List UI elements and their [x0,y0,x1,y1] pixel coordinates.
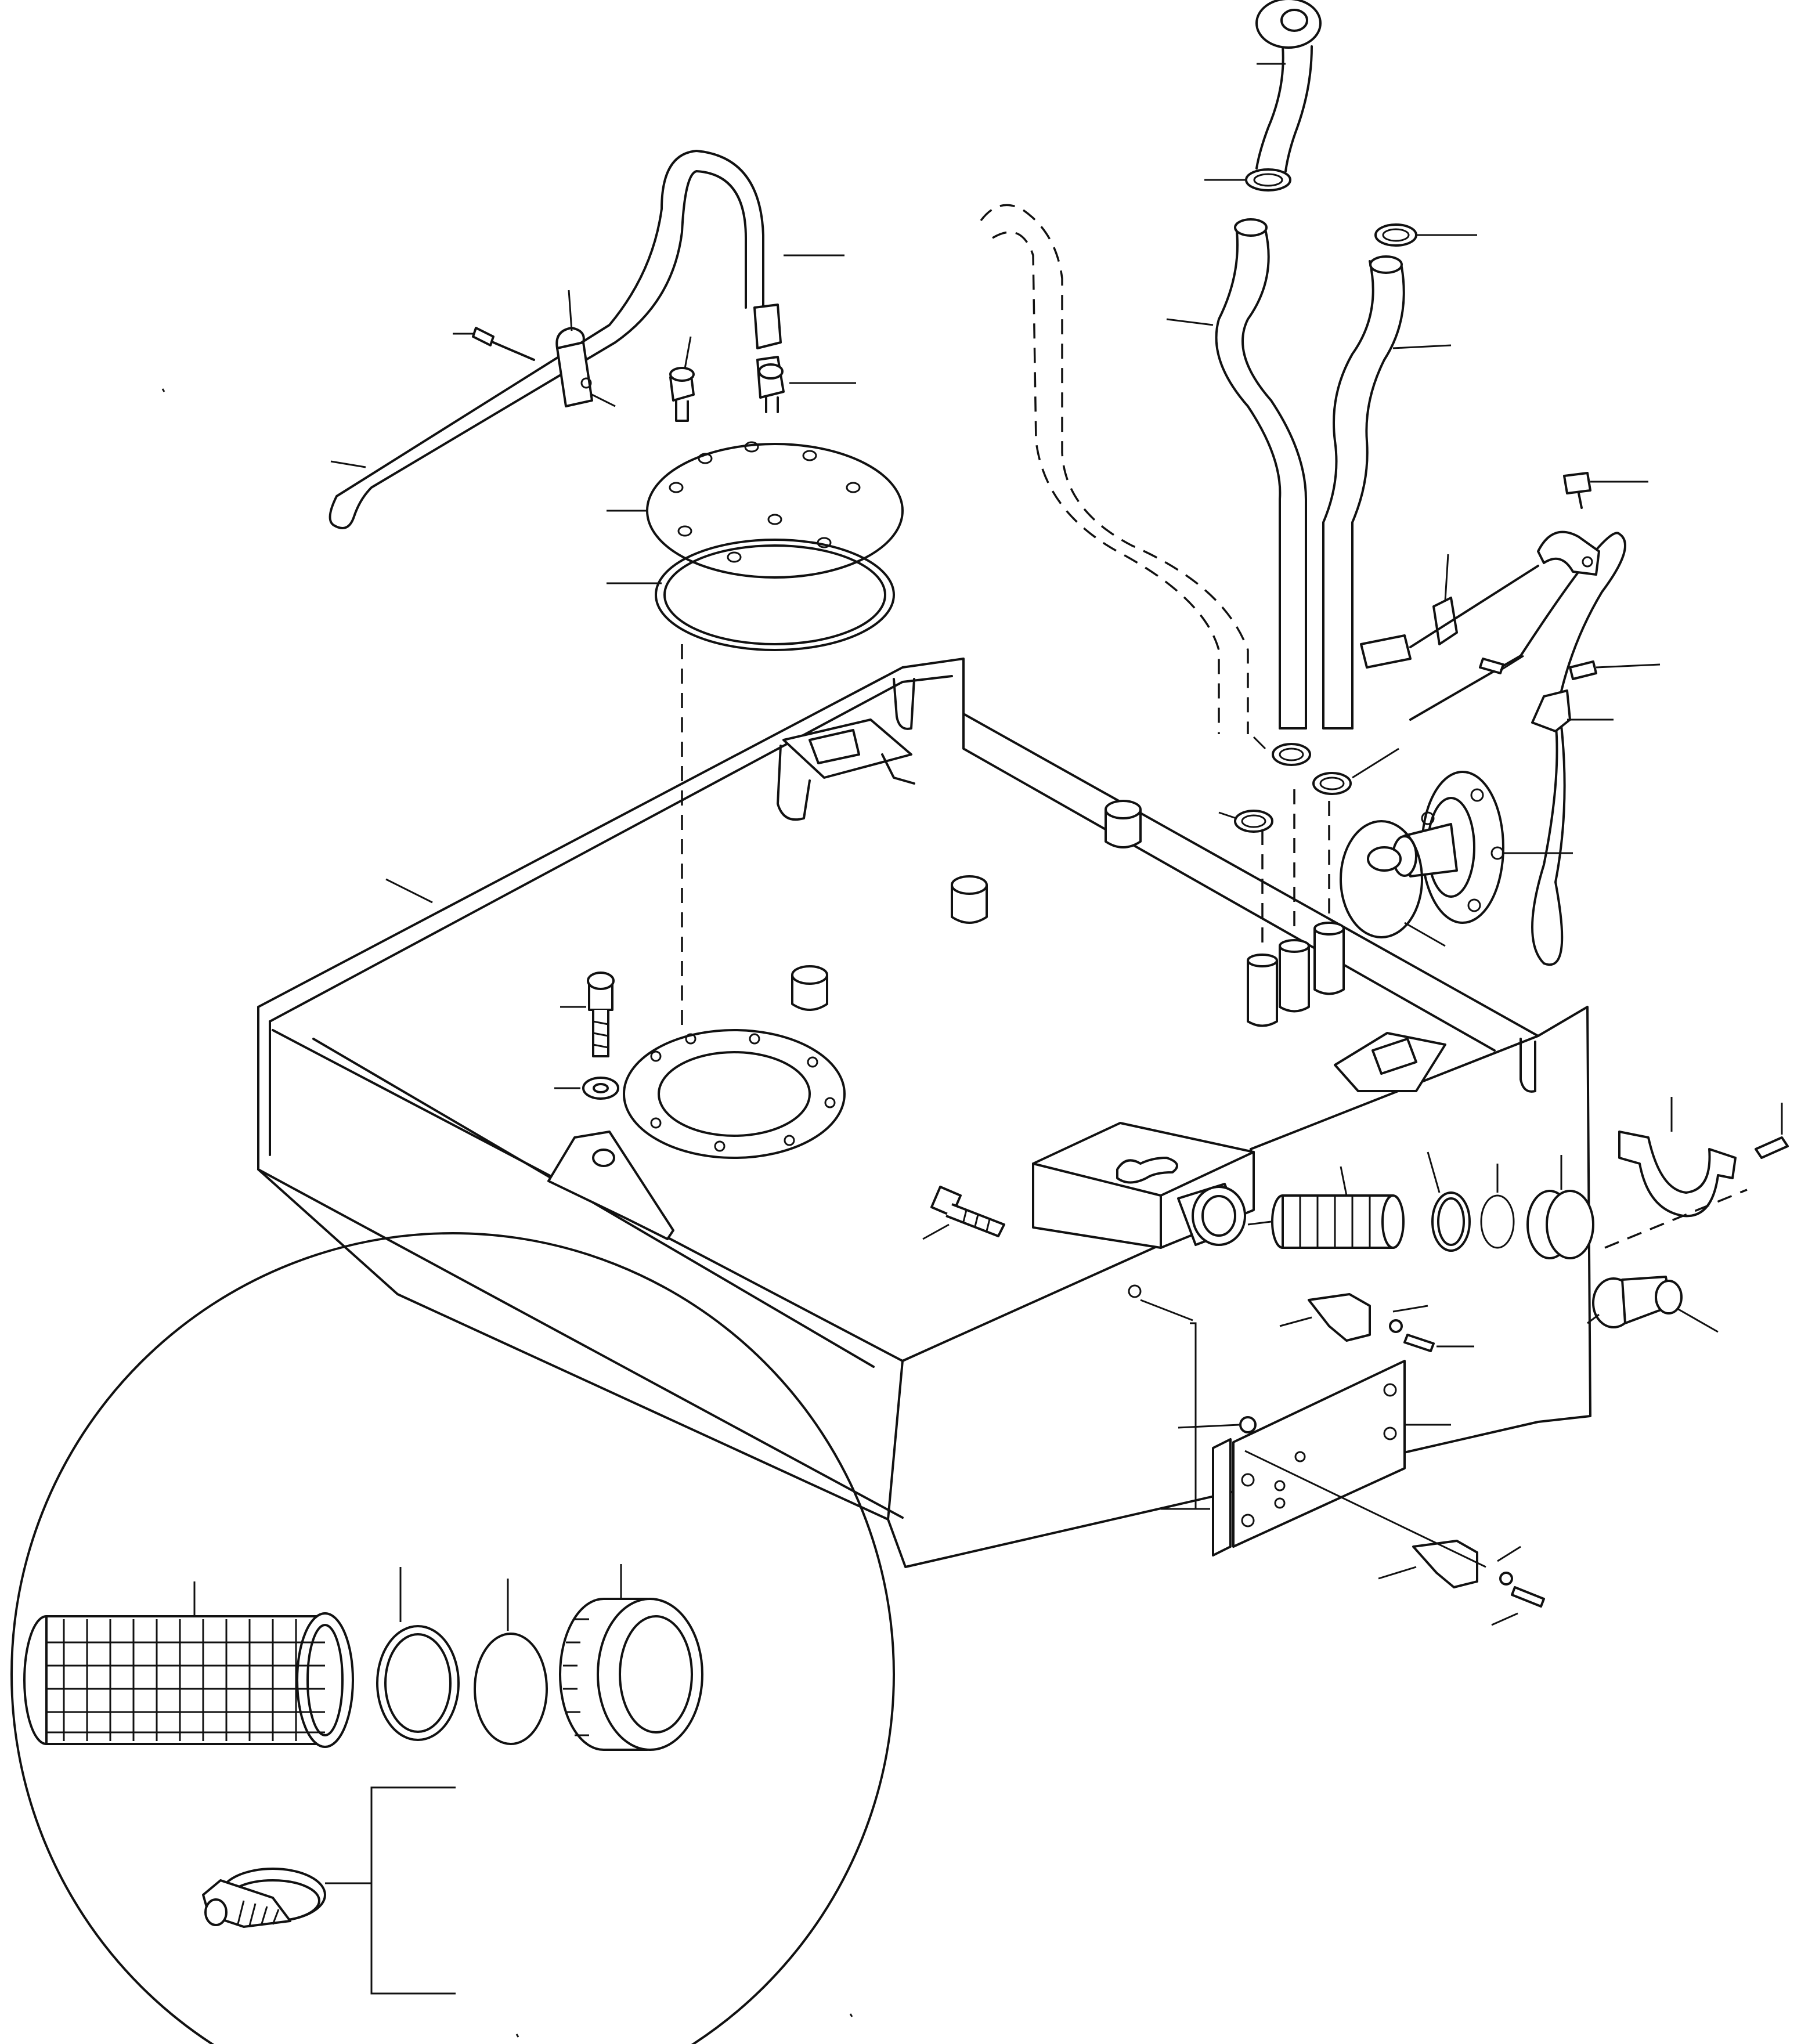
pipe-clamp-block [453,290,616,407]
elbow-fitting [1587,1276,1719,1333]
suction-port [1177,1183,1246,1246]
sensor-clip [1360,554,1539,674]
tank-flange [623,1029,846,1159]
phantom-hose [980,204,1249,734]
strainer-assembly [1247,1151,1594,1259]
pipe-clamp-strap [1604,1097,1789,1249]
tank-body-leader [385,878,433,904]
cover-plate [1161,1322,1451,1557]
plate-bolt [669,336,695,422]
box-hole-leader [1140,1299,1193,1321]
tank-floor-bolt [922,1186,1005,1240]
mounting-bracket-right [1334,1032,1446,1092]
inset-hose-clamp [202,1786,456,1995]
scan-marks [161,388,853,2038]
twin-hoses [1166,218,1452,730]
bolt-and-washer [554,972,619,1100]
bent-return-pipe [1409,532,1626,966]
hose-clamps [1218,736,1399,833]
stub-pipes [1247,789,1345,1027]
strainer-cap [559,1564,703,1751]
mounting-bracket-rear [777,718,915,821]
tank-cover-plate [607,441,904,1027]
outlet-flange [1340,771,1573,947]
angle-bracket-upper [1279,1293,1474,1352]
gasket-disc [474,1579,548,1745]
angle-bracket-lower [1244,1450,1545,1626]
detail-inset [10,1232,895,2044]
pipe-clamp-upper [1537,472,1661,680]
o-ring [376,1567,460,1741]
strainer-mesh [23,1581,354,1748]
box-hole [1128,1284,1142,1298]
support-foot [547,1131,674,1240]
eye-fitting-hose [1204,0,1477,247]
boss-fittings [791,800,1142,1011]
return-pipe [329,150,856,529]
